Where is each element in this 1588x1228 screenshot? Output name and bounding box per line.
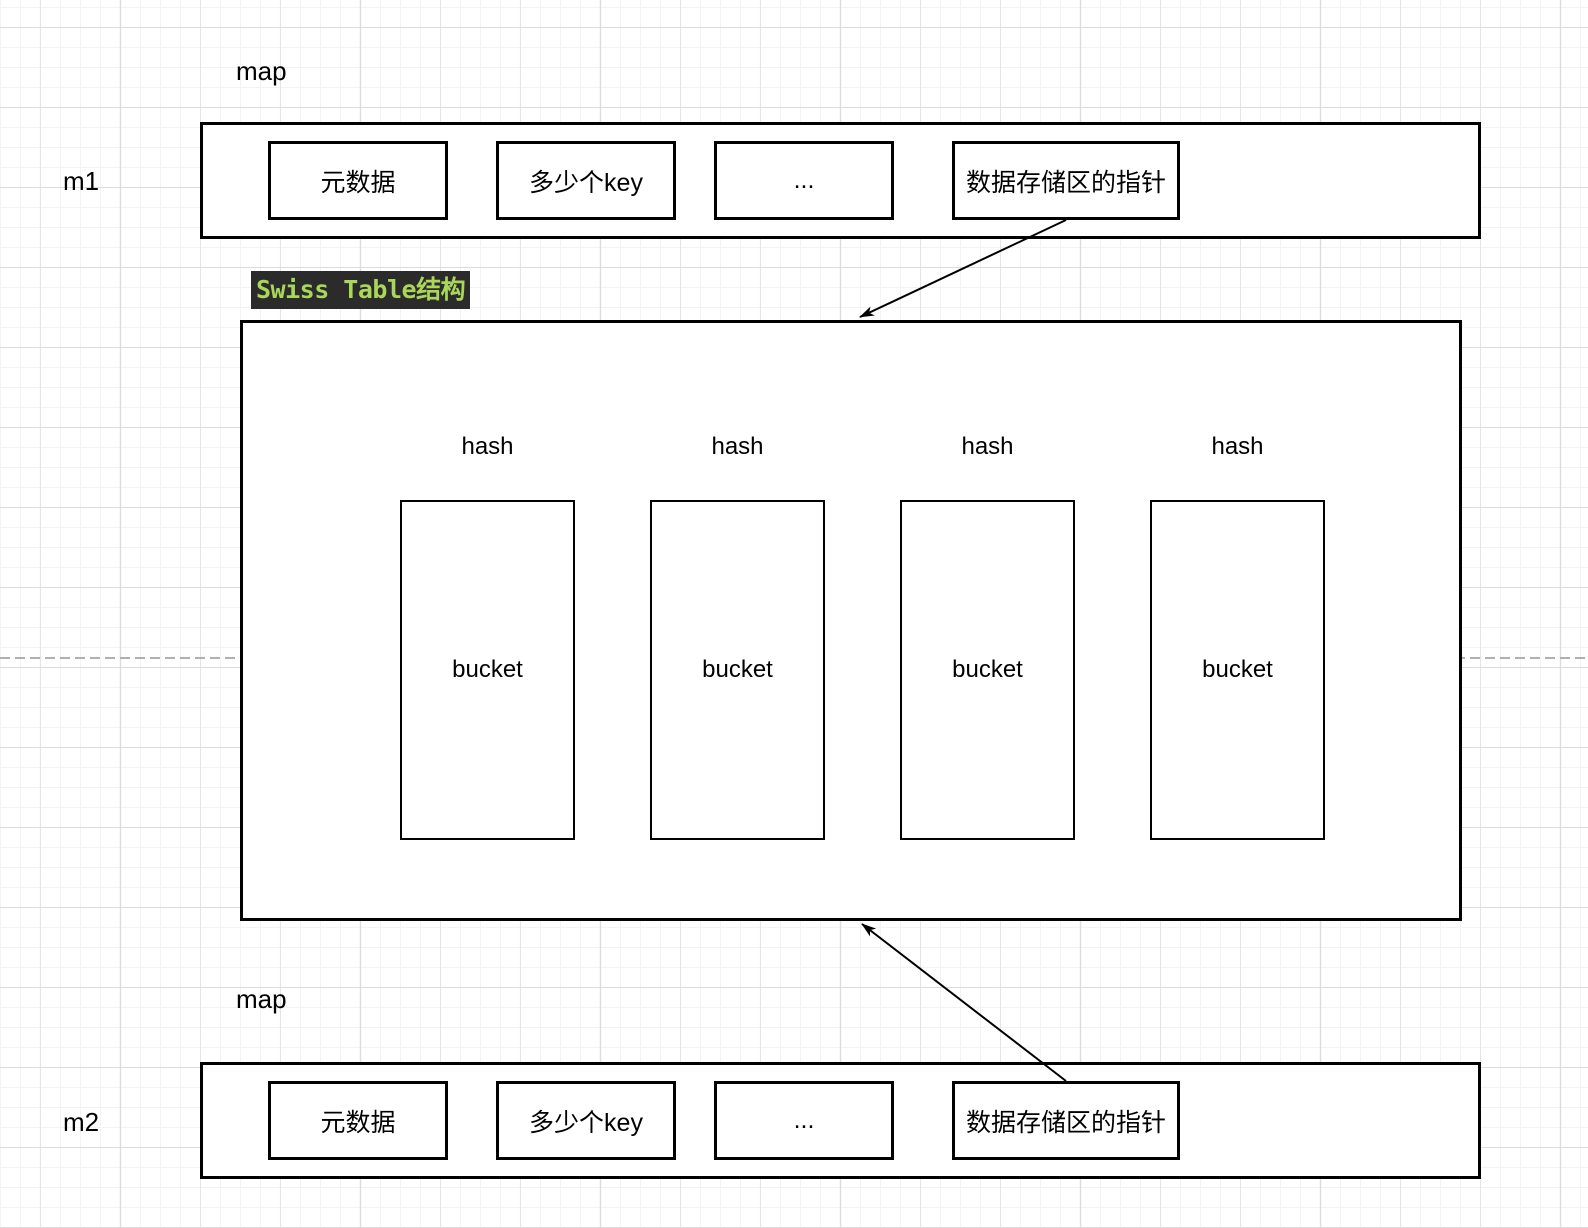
m1-cell-key-count: 多少个key bbox=[496, 141, 676, 220]
m2-cell-metadata: 元数据 bbox=[268, 1081, 448, 1160]
bucket-box: bucket bbox=[400, 500, 575, 840]
swiss-table-title-badge: Swiss Table结构 bbox=[251, 271, 471, 309]
bucket-box: bucket bbox=[900, 500, 1075, 840]
m2-cell-ellipsis: ... bbox=[714, 1081, 894, 1160]
m1-cell-ellipsis: ... bbox=[714, 141, 894, 220]
m1-cell-data-pointer: 数据存储区的指针 bbox=[952, 141, 1180, 220]
hash-label: hash bbox=[1211, 433, 1264, 460]
arrow-m2-pointer-to-swiss bbox=[861, 923, 1067, 1082]
m2-cell-key-count: 多少个key bbox=[496, 1081, 676, 1160]
hash-label: hash bbox=[961, 433, 1014, 460]
m1-map-title: map bbox=[236, 56, 287, 86]
m2-label: m2 bbox=[63, 1107, 100, 1137]
bucket-box: bucket bbox=[1150, 500, 1325, 840]
m1-cell-metadata: 元数据 bbox=[268, 141, 448, 220]
m2-map-title: map bbox=[236, 984, 287, 1014]
hash-label: hash bbox=[461, 433, 514, 460]
m1-label: m1 bbox=[63, 166, 100, 196]
bucket-box: bucket bbox=[650, 500, 825, 840]
m2-cell-data-pointer: 数据存储区的指针 bbox=[952, 1081, 1180, 1160]
hash-label: hash bbox=[711, 433, 764, 460]
